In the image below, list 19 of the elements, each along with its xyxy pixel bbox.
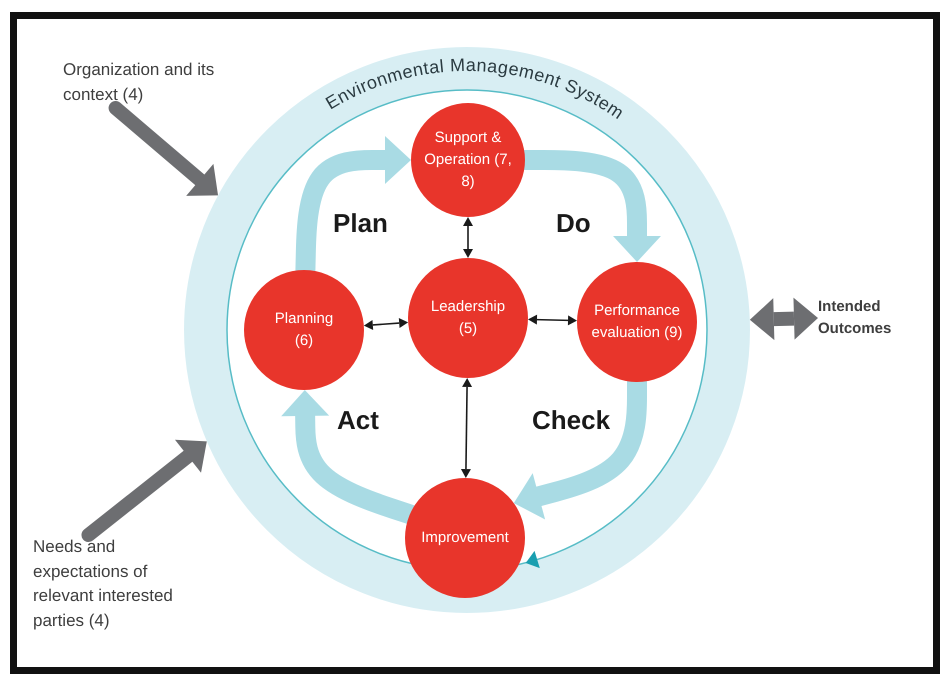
circle-label: Performance evaluation (9) (590, 301, 684, 343)
circle-label: Improvement (420, 528, 510, 548)
double-arrow (463, 217, 473, 258)
circle-label: Planning (6) (274, 309, 334, 351)
double-arrow (528, 314, 578, 326)
arrow (108, 101, 218, 196)
arrow (81, 440, 207, 542)
double-arrow (364, 318, 408, 330)
circle-label: Leadership (5) (430, 297, 506, 339)
circle-label: Support & Operation (7, 8) (423, 128, 513, 192)
phase-label: Do (556, 208, 591, 239)
input-label: Intended Outcomes (818, 297, 892, 339)
input-label: Organization and its context (4) (63, 59, 216, 106)
input-label: Needs and expectations of relevant interested parties (4) (33, 536, 174, 632)
phase-label: Check (532, 405, 610, 436)
phase-label: Act (337, 405, 379, 436)
double-arrow (750, 298, 818, 340)
double-arrow (460, 378, 472, 478)
phase-label: Plan (333, 208, 388, 239)
